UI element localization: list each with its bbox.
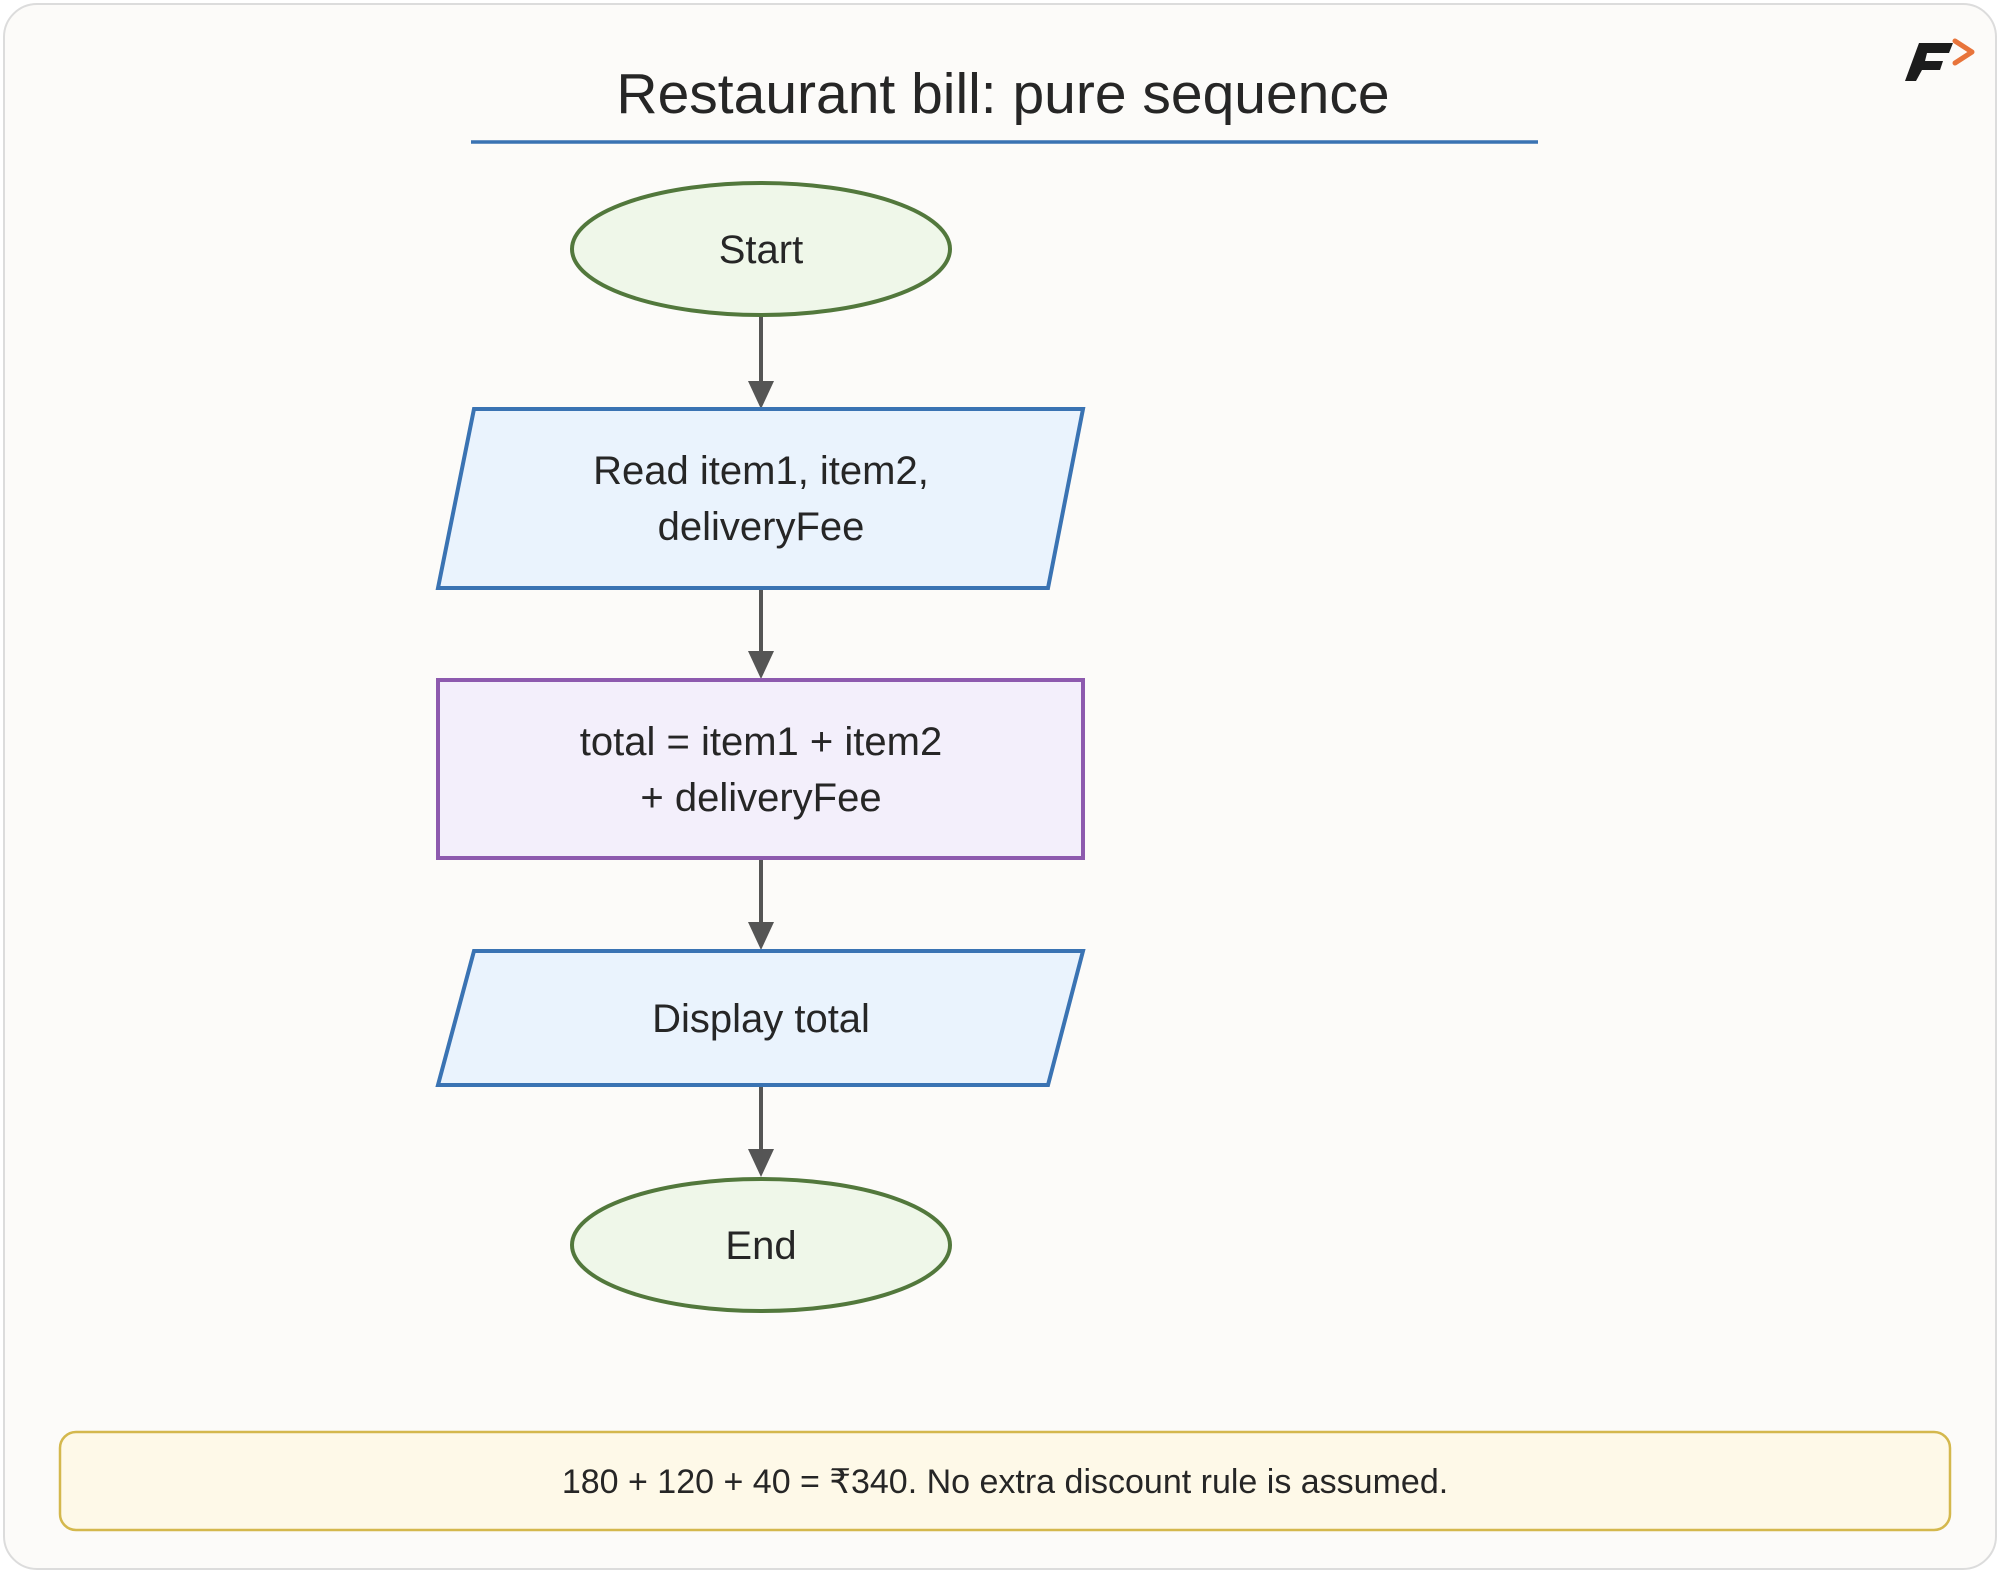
terminator-shape	[570, 1177, 952, 1313]
brand-logo-icon	[1905, 38, 1975, 81]
node-read-input: Read item1, item2, deliveryFee	[435, 407, 1086, 590]
terminator-shape	[570, 181, 952, 317]
arrowhead-icon	[748, 1149, 774, 1177]
diagram-card: Restaurant bill: pure sequence Start	[3, 3, 1997, 1570]
arrowhead-icon	[748, 651, 774, 679]
node-read-label-line1: Read item1, item2,	[593, 449, 929, 493]
node-compute-label-line1: total = item1 + item2	[580, 720, 942, 764]
arrowhead-icon	[748, 381, 774, 409]
note-box: 180 + 120 + 40 = ₹340. No extra discount…	[58, 1430, 1952, 1532]
node-compute-total: total = item1 + item2 + deliveryFee	[436, 678, 1085, 860]
page-title: Restaurant bill: pure sequence	[616, 62, 1389, 126]
node-display-label: Display total	[652, 997, 870, 1041]
note-text: 180 + 120 + 40 = ₹340. No extra discount…	[562, 1463, 1448, 1501]
arrowhead-icon	[748, 922, 774, 950]
io-parallelogram-shape	[435, 949, 1086, 1087]
node-start-label: Start	[719, 228, 803, 272]
node-read-label-line2: deliveryFee	[658, 505, 865, 549]
note-background	[58, 1430, 1952, 1532]
io-parallelogram-shape	[435, 407, 1086, 590]
node-end-label: End	[725, 1224, 796, 1268]
node-start: Start	[570, 181, 952, 317]
flowchart-canvas: Restaurant bill: pure sequence Start	[58, 38, 1975, 1532]
node-display-total: Display total	[435, 949, 1086, 1087]
node-end: End	[570, 1177, 952, 1313]
node-compute-label-line2: + deliveryFee	[640, 776, 881, 820]
flow-edges	[748, 315, 774, 1177]
process-rect-shape	[436, 678, 1085, 860]
